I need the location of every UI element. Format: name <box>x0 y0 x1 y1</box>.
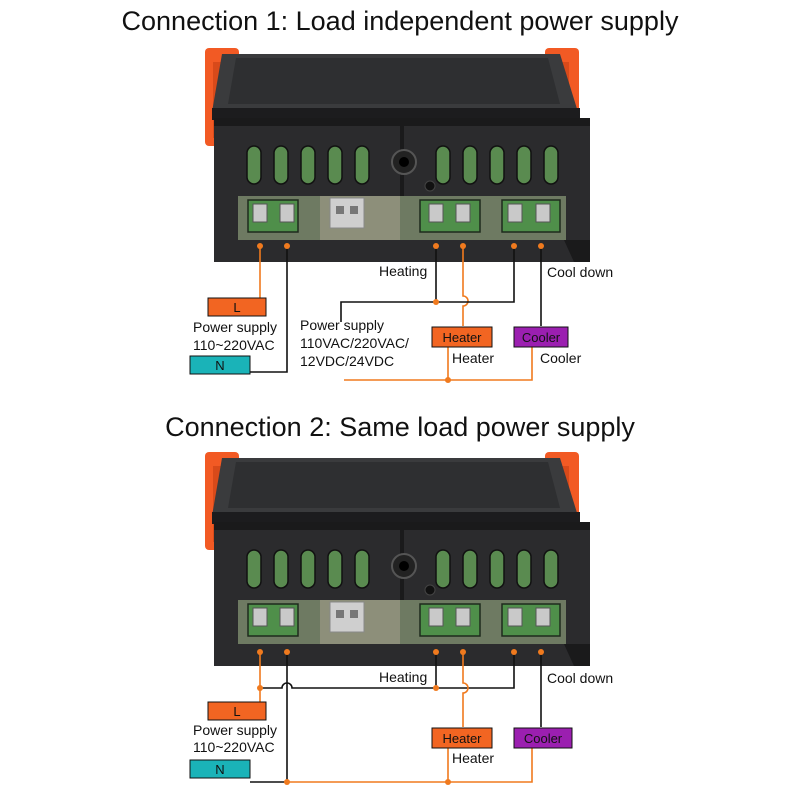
n-label-1: N <box>215 358 224 373</box>
load-supply-label: Power supply <box>300 317 384 333</box>
heating-label-2: Heating <box>379 669 427 685</box>
power-supply-label-2: Power supply <box>193 722 277 738</box>
connection-2-title: Connection 2: Same load power supply <box>165 412 635 442</box>
cool-down-label-2: Cool down <box>547 670 613 686</box>
l-terminal-1: L <box>207 297 267 317</box>
cooler-box-1: Cooler <box>513 326 569 348</box>
l-terminal-2: L <box>207 701 267 721</box>
n-terminal-1: N <box>189 355 251 375</box>
load-supply-voltage-1: 110VAC/220VAC/ <box>300 335 409 351</box>
connection-1-title: Connection 1: Load independent power sup… <box>121 6 679 36</box>
heater-box-2: Heater <box>431 727 493 749</box>
power-supply-voltage-1: 110~220VAC <box>193 337 275 353</box>
heater-box-label-1: Heater <box>442 330 482 345</box>
heater-box-1: Heater <box>431 326 493 348</box>
power-supply-voltage-2: 110~220VAC <box>193 739 275 755</box>
cool-down-label-1: Cool down <box>547 264 613 280</box>
power-supply-label-1: Power supply <box>193 319 277 335</box>
n-label-2: N <box>215 762 224 777</box>
heater-label-2: Heater <box>452 750 494 766</box>
heater-label-1: Heater <box>452 350 494 366</box>
heater-box-label-2: Heater <box>442 731 482 746</box>
cooler-box-2: Cooler <box>513 727 573 749</box>
l-label-2: L <box>233 704 240 719</box>
l-label-1: L <box>233 300 240 315</box>
device-photo-1 <box>204 47 591 263</box>
cooler-box-label-1: Cooler <box>522 330 561 345</box>
cooler-label-1: Cooler <box>540 350 582 366</box>
heating-label-1: Heating <box>379 263 427 279</box>
cooler-box-label-2: Cooler <box>524 731 563 746</box>
load-supply-voltage-2: 12VDC/24VDC <box>300 353 394 369</box>
device-photo-2 <box>204 451 591 667</box>
n-terminal-2: N <box>189 759 251 779</box>
